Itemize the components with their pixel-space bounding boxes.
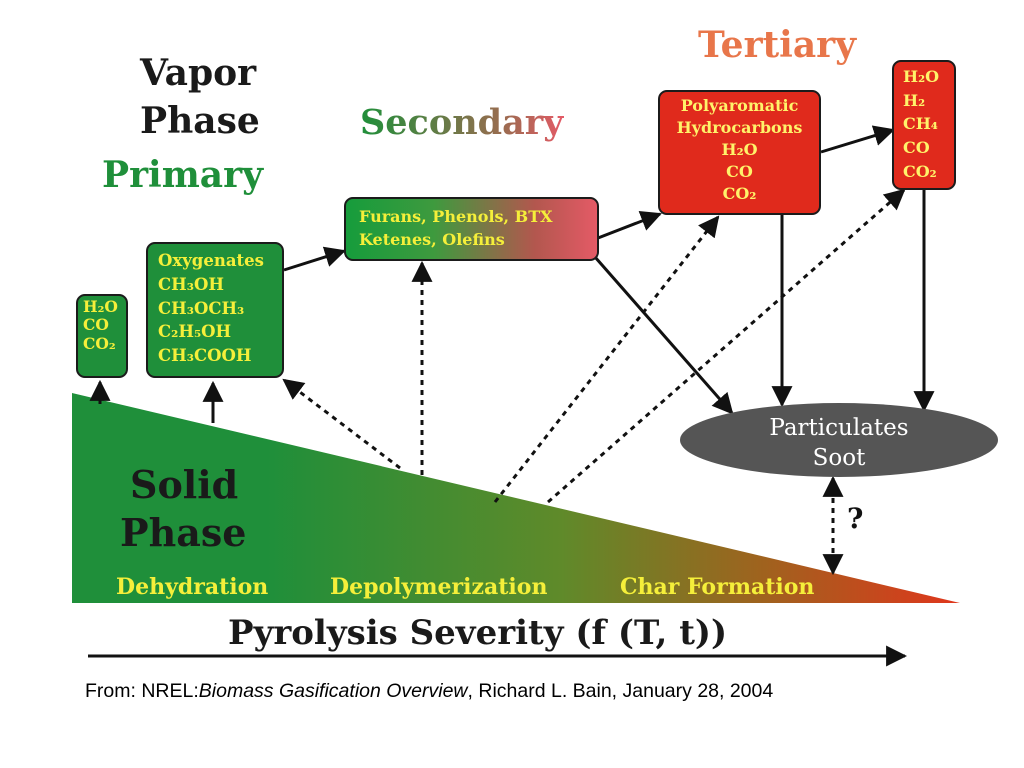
tertiary-gas-h2o: H₂O	[903, 67, 940, 86]
dotted-arrow-to-tertiary	[547, 188, 906, 504]
arrow-polyaromatic-to-tertiary	[820, 125, 896, 154]
primary-label: Primary	[102, 154, 264, 196]
oxygenate-methanol: CH₃OH	[158, 274, 224, 294]
oxygenate-ethanol: C₂H₅OH	[158, 322, 232, 342]
solid-phase-label-line1: Solid	[130, 462, 239, 507]
caption-prefix: From: NREL:	[85, 680, 199, 702]
source-caption: From: NREL:Biomass Gasification Overview…	[85, 680, 773, 703]
primary-gas-co2: CO₂	[83, 333, 116, 353]
arrow-oxygenates-to-secondary	[283, 246, 347, 272]
oxygenates-title: Oxygenates	[158, 251, 264, 270]
polyaromatic-co2: CO₂	[722, 184, 757, 204]
vapor-phase-label-line1: Vapor	[140, 52, 257, 94]
oxygenates-box: Oxygenates CH₃OH CH₃OCH₃ C₂H₅OH CH₃COOH	[146, 242, 284, 378]
arrow-secondary-to-polyaromatic	[597, 211, 662, 240]
stage-dehydration: Dehydration	[116, 574, 269, 600]
arrow-secondary-to-particulates	[593, 256, 734, 415]
soot-label: Soot	[812, 445, 866, 471]
solid-phase-wedge	[72, 393, 960, 603]
particulates-soot-ellipse: Particulates Soot	[680, 403, 998, 477]
secondary-line-2: Ketenes, Olefins	[359, 230, 505, 250]
secondary-line-1: Furans, Phenols, BTX	[359, 207, 553, 226]
primary-gas-co: CO	[83, 315, 109, 335]
dotted-arrow-to-oxygenates	[282, 378, 401, 470]
particulates-label: Particulates	[769, 415, 909, 441]
polyaromatic-box: Polyaromatic Hydrocarbons H₂O CO CO₂	[658, 90, 821, 215]
polyaromatic-line-2: Hydrocarbons	[676, 118, 803, 138]
polyaromatic-co: CO	[726, 162, 753, 182]
solid-phase-label-line2: Phase	[120, 510, 247, 555]
question-mark: ?	[847, 502, 864, 535]
tertiary-gas-h2: H₂	[903, 90, 926, 110]
tertiary-gas-co2: CO₂	[903, 161, 937, 181]
tertiary-label: Tertiary	[698, 24, 857, 66]
tertiary-gases-box: H₂O H₂ CH₄ CO CO₂	[892, 60, 956, 190]
secondary-products-box: Furans, Phenols, BTX Ketenes, Olefins	[344, 197, 599, 261]
vapor-phase-label-line2: Phase	[140, 100, 260, 142]
tertiary-gas-ch4: CH₄	[903, 114, 938, 134]
oxygenate-dimethyl-ether: CH₃OCH₃	[158, 298, 245, 318]
caption-title: Biomass Gasification Overview	[198, 680, 468, 702]
secondary-label: Secondary	[360, 102, 564, 143]
stage-char-formation: Char Formation	[620, 574, 815, 600]
severity-axis-label: Pyrolysis Severity (f (T, t))	[228, 613, 728, 653]
primary-gas-h2o: H₂O	[83, 297, 118, 316]
stage-depolymerization: Depolymerization	[330, 574, 548, 600]
dotted-arrow-to-polyaromatic	[493, 215, 720, 503]
polyaromatic-h2o: H₂O	[721, 140, 758, 160]
oxygenate-acetic-acid: CH₃COOH	[158, 346, 252, 365]
tertiary-gas-co: CO	[903, 138, 930, 158]
caption-suffix: , Richard L. Bain, January 28, 2004	[467, 680, 774, 702]
polyaromatic-line-1: Polyaromatic	[680, 96, 799, 115]
primary-gases-box: H₂O CO CO₂	[76, 294, 128, 378]
